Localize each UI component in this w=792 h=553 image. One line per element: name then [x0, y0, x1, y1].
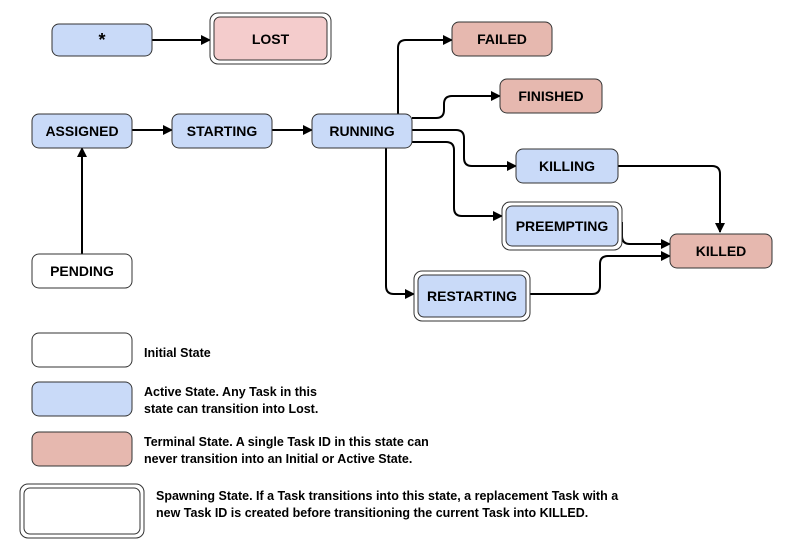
state-preempting-label: PREEMPTING — [516, 218, 609, 234]
state-killing-label: KILLING — [539, 158, 595, 174]
state-pending-label: PENDING — [50, 263, 114, 279]
state-pending: PENDING — [31, 253, 133, 289]
state-lost: LOST — [209, 12, 332, 65]
legend: Initial State Active State. Any Task in … — [19, 332, 619, 539]
edge-running-to-restarting — [385, 148, 415, 299]
transitions — [77, 35, 725, 299]
state-restarting: RESTARTING — [413, 270, 531, 322]
state-preempting: PREEMPTING — [501, 201, 623, 251]
state-any: * — [51, 23, 153, 57]
state-restarting-label: RESTARTING — [427, 288, 517, 304]
legend-terminal-text-line2: never transition into an Initial or Acti… — [144, 452, 412, 466]
state-starting-label: STARTING — [187, 123, 258, 139]
legend-spawning-text-line1: Spawning State. If a Task transitions in… — [156, 489, 619, 503]
legend-active-text-line2: state can transition into Lost. — [144, 402, 318, 416]
legend-spawning: Spawning State. If a Task transitions in… — [19, 483, 619, 539]
state-nodes: * LOST FAILED FINISHED ASSIGNED STARTING — [31, 12, 773, 322]
edge-running-to-preempting — [412, 141, 503, 221]
state-killing: KILLING — [515, 148, 619, 184]
edge-running-to-killing — [412, 129, 517, 171]
edge-running-to-finished — [412, 91, 501, 119]
edge-restarting-to-killed — [530, 251, 671, 295]
legend-spawning-swatch-inner — [23, 487, 141, 535]
state-finished-label: FINISHED — [518, 88, 583, 104]
legend-spawning-text-line2: new Task ID is created before transition… — [156, 506, 588, 520]
state-running-label: RUNNING — [329, 123, 394, 139]
state-starting: STARTING — [171, 113, 273, 149]
state-assigned: ASSIGNED — [31, 113, 133, 149]
state-failed-label: FAILED — [477, 31, 527, 47]
state-finished: FINISHED — [499, 78, 603, 114]
legend-active-swatch — [31, 381, 133, 417]
state-running: RUNNING — [311, 113, 413, 149]
legend-initial-swatch — [31, 332, 133, 368]
edge-killing-to-killed — [618, 165, 725, 233]
legend-active: Active State. Any Task in this state can… — [31, 381, 318, 417]
state-killed-label: KILLED — [696, 243, 747, 259]
legend-terminal-swatch — [31, 431, 133, 467]
state-any-label: * — [98, 30, 105, 50]
legend-terminal: Terminal State. A single Task ID in this… — [31, 431, 429, 467]
edge-preempting-to-killed — [621, 222, 671, 249]
state-lost-label: LOST — [252, 31, 290, 47]
edge-running-to-failed — [397, 35, 453, 114]
state-killed: KILLED — [669, 233, 773, 269]
legend-terminal-text-line1: Terminal State. A single Task ID in this… — [144, 435, 429, 449]
state-failed: FAILED — [451, 21, 553, 57]
legend-initial: Initial State — [31, 332, 211, 368]
state-assigned-label: ASSIGNED — [45, 123, 118, 139]
legend-initial-text: Initial State — [144, 346, 211, 360]
legend-active-text-line1: Active State. Any Task in this — [144, 385, 317, 399]
